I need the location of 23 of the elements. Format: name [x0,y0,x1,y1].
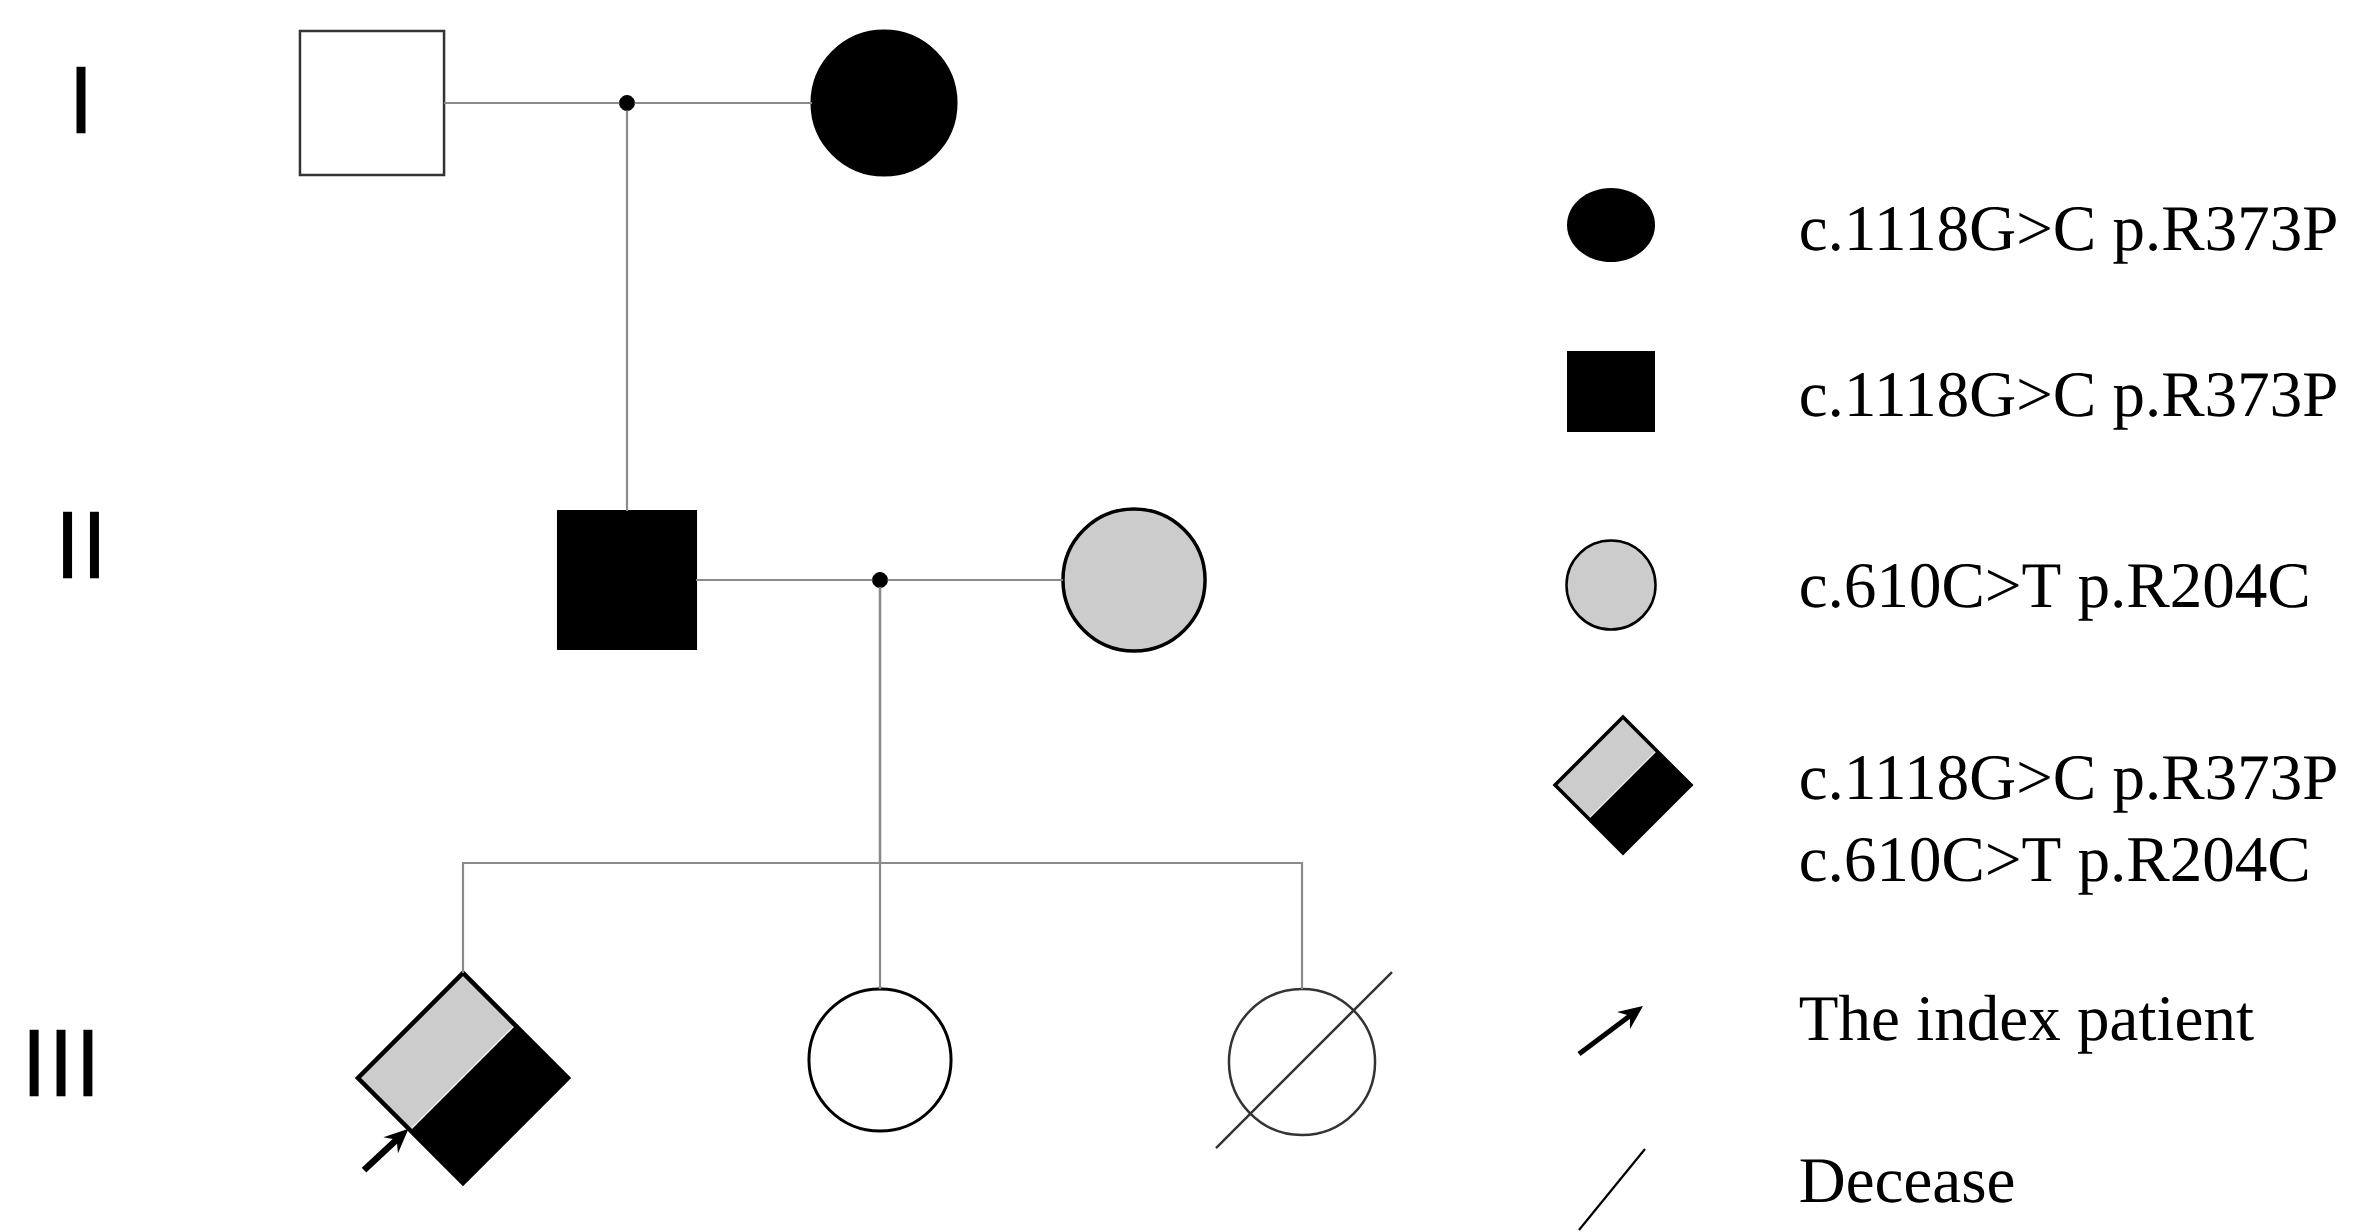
pedigree-circle [1061,507,1207,653]
connector-line [878,587,1304,989]
legend-text: c.610C>T p.R204C [1801,563,2308,621]
pedigree-square [298,29,446,177]
legend-text: Decease [1800,1159,2014,1203]
connector-line [444,101,620,105]
pedigree-circle [810,29,958,177]
pedigree-square [556,510,698,651]
generation-label: III [29,1029,93,1097]
junction-dot [872,572,888,588]
legend-text: c.1118G>C p.R373P c.610C>T p.R204C [1801,755,2336,895]
connector-line [696,578,873,582]
pedigree-circle [807,987,953,1133]
connector-line [887,578,1063,582]
connector-line [634,101,812,105]
connector-line [625,110,629,511]
generation-label: II [63,511,99,579]
legend-text: The index patient [1799,994,2254,1054]
legend-text: c.1118G>C p.R373P [1801,372,2336,430]
junction-dot [619,95,635,111]
legend-text: c.1118G>C p.R373P [1801,206,2336,264]
slashed-circle [1215,971,1393,1149]
generation-label: I [76,66,86,134]
